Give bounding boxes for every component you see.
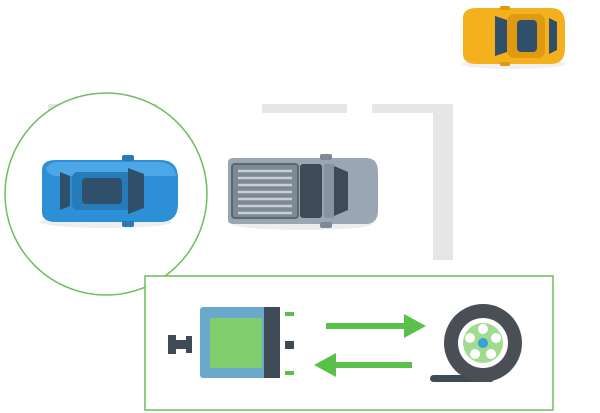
- yellow-car-icon: [461, 6, 565, 69]
- arrow-right-icon: [326, 314, 426, 338]
- wheel-tire-icon: [430, 304, 522, 382]
- blue-car-icon: [40, 155, 178, 228]
- pickup-truck-icon: [228, 154, 378, 230]
- arrow-left-icon: [314, 353, 412, 377]
- electric-motor-icon: [168, 307, 294, 378]
